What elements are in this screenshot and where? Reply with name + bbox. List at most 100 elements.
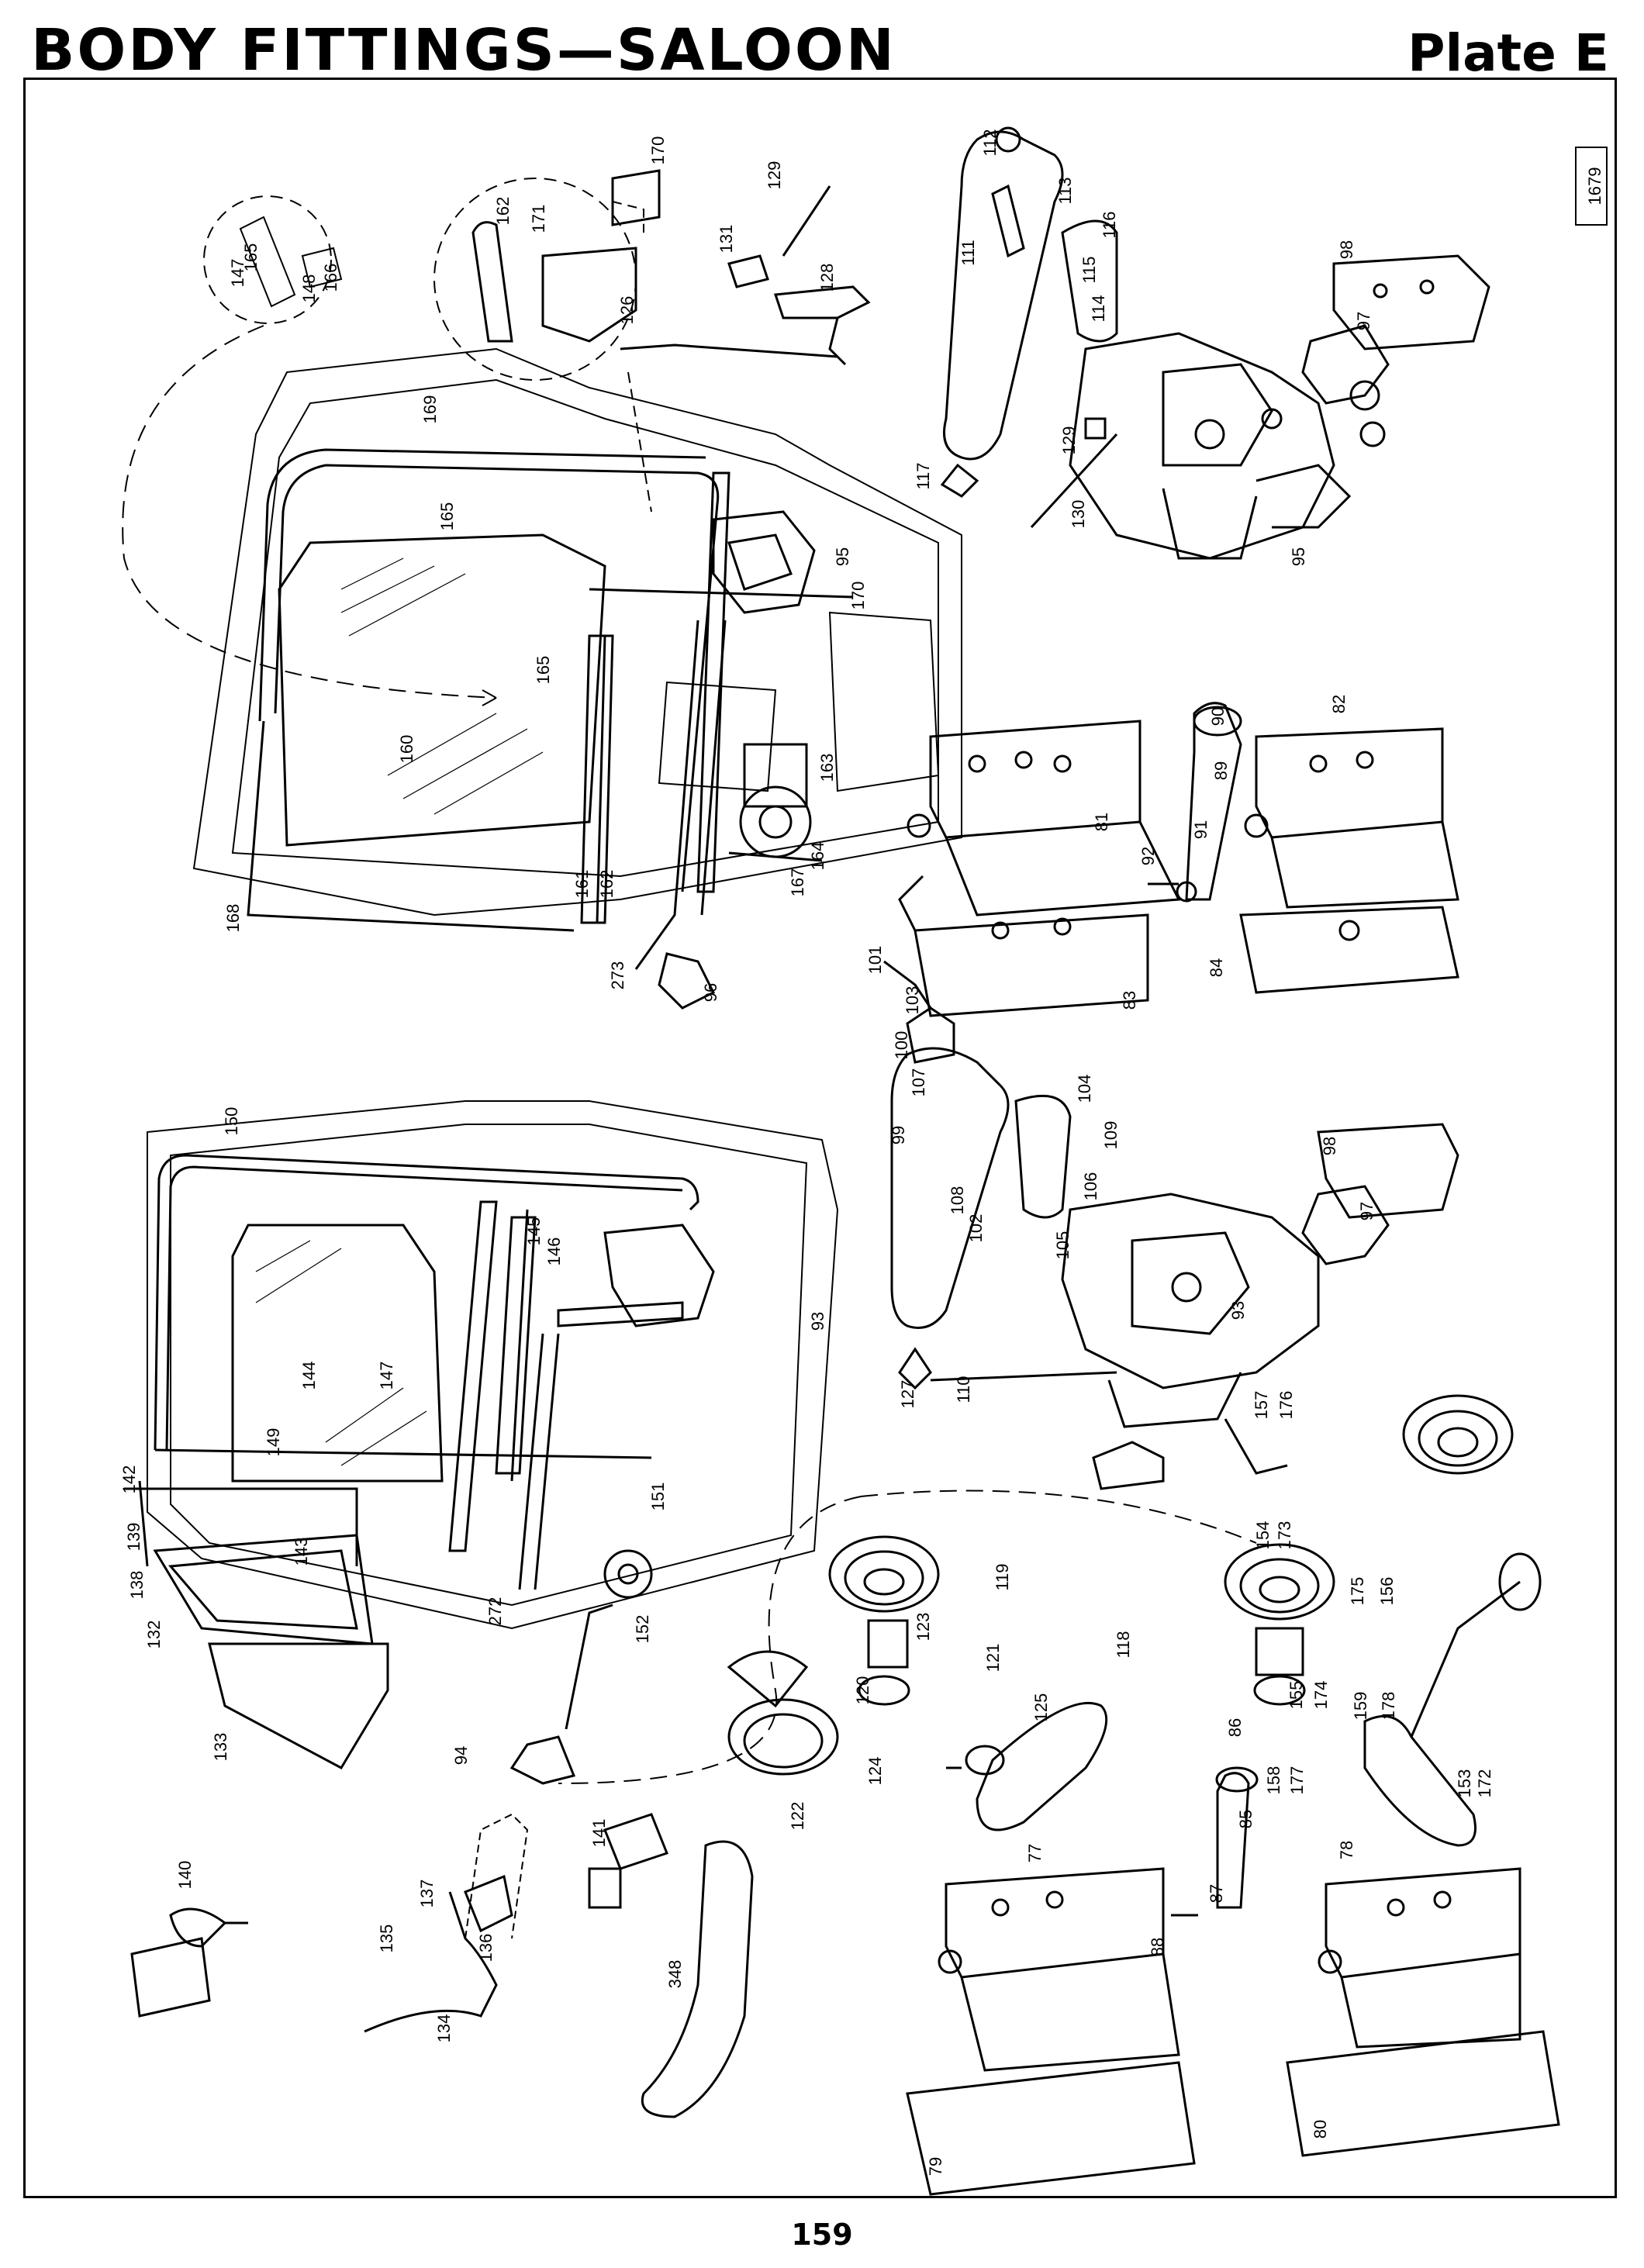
plate-frame <box>23 78 1617 2198</box>
callout-178: 178 <box>1379 1692 1398 1721</box>
callout-93: 93 <box>808 1312 827 1331</box>
callout-161: 161 <box>572 870 592 899</box>
callout-176: 176 <box>1276 1391 1296 1420</box>
callout-163: 163 <box>817 754 837 782</box>
callout-151: 151 <box>648 1483 668 1511</box>
callout-90: 90 <box>1208 707 1228 726</box>
remote-control-handle <box>976 1701 1108 1831</box>
escutcheon-right <box>1402 1394 1514 1475</box>
callout-93: 93 <box>1228 1301 1248 1320</box>
callout-168: 168 <box>223 904 243 933</box>
callout-171: 171 <box>529 205 548 233</box>
callout-162: 162 <box>597 870 616 899</box>
callout-120: 120 <box>853 1676 872 1705</box>
callout-170: 170 <box>848 582 868 610</box>
callout-94: 94 <box>451 1746 471 1765</box>
callout-131: 131 <box>717 225 736 254</box>
callout-108: 108 <box>948 1186 967 1215</box>
callout-99: 99 <box>889 1126 908 1144</box>
callout-133: 133 <box>211 1733 230 1762</box>
detail-circle-seal <box>203 195 332 324</box>
callout-116: 116 <box>1100 211 1119 238</box>
callout-166: 166 <box>321 264 340 292</box>
callout-114: 114 <box>1089 295 1108 322</box>
callout-149: 149 <box>264 1428 283 1457</box>
callout-273: 273 <box>608 961 627 990</box>
callout-160: 160 <box>397 735 416 764</box>
front-door-assembly <box>122 325 962 1010</box>
callout-272: 272 <box>485 1597 505 1626</box>
callout-95: 95 <box>1289 547 1308 566</box>
callout-98: 98 <box>1320 1137 1339 1155</box>
page-number: 159 <box>791 2218 853 2252</box>
callout-103: 103 <box>903 986 922 1015</box>
callout-119: 119 <box>993 1563 1012 1590</box>
callout-113: 113 <box>1055 177 1075 204</box>
callout-115: 115 <box>1079 256 1099 283</box>
callout-154: 154 <box>1253 1521 1273 1550</box>
callout-147: 147 <box>228 259 247 288</box>
callout-111: 111 <box>958 240 978 265</box>
callout-165: 165 <box>534 656 553 685</box>
callout-89: 89 <box>1211 761 1231 780</box>
callout-77: 77 <box>1025 1844 1045 1862</box>
callout-110: 110 <box>954 1376 973 1403</box>
plate-label: Plate E <box>1407 23 1609 83</box>
callout-98: 98 <box>1337 240 1356 259</box>
callout-165: 165 <box>241 243 261 272</box>
page-title: BODY FITTINGS—SALOON <box>31 17 896 84</box>
callout-125: 125 <box>1031 1693 1051 1722</box>
callout-105: 105 <box>1053 1231 1072 1260</box>
callout-164: 164 <box>808 842 827 871</box>
callout-153: 153 <box>1455 1769 1474 1798</box>
callout-137: 137 <box>417 1880 437 1908</box>
callout-135: 135 <box>377 1925 396 1953</box>
callout-96: 96 <box>701 983 720 1002</box>
callout-123: 123 <box>914 1613 933 1641</box>
escutcheon-left <box>828 1535 940 1613</box>
callout-173: 173 <box>1275 1521 1294 1550</box>
callout-142: 142 <box>119 1465 139 1494</box>
callout-80: 80 <box>1311 2120 1330 2139</box>
callout-172: 172 <box>1475 1769 1494 1798</box>
plate-number: 1679 <box>1585 167 1604 205</box>
callout-136: 136 <box>476 1934 496 1962</box>
callout-162: 162 <box>493 197 513 226</box>
callout-143: 143 <box>292 1538 311 1566</box>
callout-126: 126 <box>617 296 637 325</box>
callout-87: 87 <box>1207 1884 1226 1903</box>
callout-83: 83 <box>1120 991 1139 1010</box>
callout-148: 148 <box>299 274 319 303</box>
callout-100: 100 <box>892 1031 911 1060</box>
callout-79: 79 <box>926 2157 945 2176</box>
callout-141: 141 <box>589 1819 609 1848</box>
callout-88: 88 <box>1148 1938 1167 1956</box>
callout-84: 84 <box>1207 958 1226 977</box>
callout-177: 177 <box>1287 1766 1307 1795</box>
callout-128: 128 <box>817 264 837 292</box>
callout-170: 170 <box>648 136 668 165</box>
callout-85: 85 <box>1236 1810 1255 1828</box>
callout-101: 101 <box>865 946 885 975</box>
callout-91: 91 <box>1191 820 1211 839</box>
plate-number-box <box>1575 147 1608 226</box>
callout-106: 106 <box>1081 1172 1100 1201</box>
callout-165: 165 <box>437 502 457 531</box>
callout-169: 169 <box>420 395 440 424</box>
callout-124: 124 <box>865 1757 885 1786</box>
callout-150: 150 <box>222 1107 241 1136</box>
callout-155: 155 <box>1287 1681 1306 1710</box>
callout-129: 129 <box>765 161 784 190</box>
callout-95: 95 <box>833 547 852 566</box>
callout-152: 152 <box>633 1615 652 1644</box>
front-hinge-lower <box>1239 727 1459 994</box>
pull-handle <box>641 1840 754 2118</box>
rear-outside-handle <box>890 1047 1010 1329</box>
escutcheon-centre <box>1224 1543 1335 1621</box>
callout-145: 145 <box>524 1217 544 1246</box>
callout-102: 102 <box>966 1214 986 1243</box>
callout-112: 112 <box>980 129 1000 156</box>
callout-104: 104 <box>1075 1075 1094 1103</box>
callout-140: 140 <box>175 1861 195 1890</box>
